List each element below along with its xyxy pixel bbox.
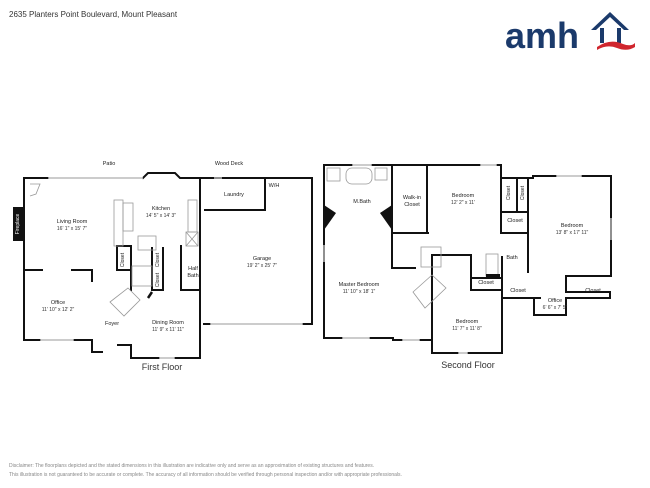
disclaimer-line-2: This illustration is not guaranteed to b… (9, 472, 402, 478)
wood-deck-label: Wood Deck (214, 161, 244, 167)
room-closet: Closet (155, 272, 162, 288)
room-laundry: Laundry (224, 192, 244, 198)
room-foyer: Foyer (104, 321, 120, 327)
patio-label: Patio (102, 161, 116, 167)
room-bath: Bath (506, 255, 518, 261)
disclaimer-line-1: Disclaimer: The floorplans depicted and … (9, 463, 375, 469)
room-closet: Closet (520, 185, 527, 201)
house-roof-icon: amh (505, 12, 635, 56)
disclaimer: Disclaimer: The floorplans depicted and … (9, 462, 402, 480)
amh-logo: amh (505, 6, 640, 56)
fireplace: Fireplace (13, 207, 23, 241)
room-closet: Closet (585, 288, 601, 294)
room-closet: Closet (506, 185, 513, 201)
room-walk-in-closet: Walk-in Closet (402, 195, 422, 208)
room-closet: Closet (507, 218, 523, 224)
water-heater-label: W/H (268, 183, 280, 189)
first-floor-title: First Floor (141, 362, 183, 372)
room-master-bath: M.Bath (353, 199, 371, 205)
logo-wordmark: amh (505, 15, 579, 56)
room-closet: Closet (155, 252, 162, 268)
room-closet: Closet (120, 252, 127, 268)
room-half-bath: Half Bath (187, 266, 199, 279)
room-closet: Closet (478, 280, 494, 286)
second-floor-title: Second Floor (441, 360, 495, 370)
room-closet: Closet (510, 288, 526, 294)
property-address: 2635 Planters Point Boulevard, Mount Ple… (9, 10, 178, 19)
